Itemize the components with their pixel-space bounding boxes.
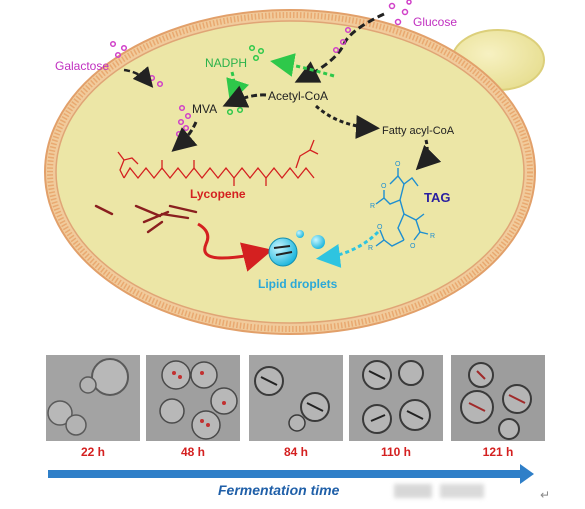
mva-label: MVA [192,102,217,116]
blurred-watermark-2 [440,484,484,498]
micrograph-110h [349,355,443,441]
svg-text:O: O [395,161,401,168]
tag-label: TAG [424,190,450,205]
nadph-label: NADPH [205,56,247,70]
galactose-arrow [123,66,154,88]
acetyl-to-mva-arrow [222,85,267,108]
micrograph-22h [46,355,140,441]
glucose-dots [388,0,412,26]
micrograph-84h [249,355,343,441]
blurred-watermark [394,484,432,498]
time-label-48h: 48 h [180,445,205,459]
time-label-22h: 22 h [80,445,105,459]
lycopene-crystal-icon [94,204,198,234]
svg-text:O: O [381,183,387,190]
galactose-label: Galactose [55,59,109,73]
svg-text:R: R [430,233,435,240]
lycopene-structure [117,139,319,186]
cell-membrane-stripes [47,12,533,332]
fermentation-time-arrow [48,464,534,484]
svg-text:O: O [410,243,416,250]
tag-to-droplet-arrow [316,230,380,268]
svg-text:O: O [377,224,383,231]
svg-text:R: R [368,245,373,252]
glucose-label: Glucose [413,15,457,29]
glucose-dots-inner [332,26,352,54]
lycopene-label: Lycopene [190,187,246,201]
time-label-110h: 110 h [380,445,412,459]
time-label-84h: 84 h [283,445,308,459]
tag-structure [375,168,429,247]
acetyl-to-fatty-arrow [314,104,380,139]
svg-text:R: R [370,203,375,210]
fatty-to-tag-arrow [415,139,442,171]
micrograph-121h [451,355,545,441]
return-icon: ↵ [540,488,551,502]
fatty-acyl-coa-label: Fatty acyl-CoA [382,125,455,137]
wavy-arrow-icon [197,222,273,272]
micrograph-48h [146,355,240,441]
cell-cytoplasm [55,20,525,324]
mva-to-lycopene-arrow [171,121,198,152]
acetyl-coa-label: Acetyl-CoA [268,89,328,103]
tag-atom-labels: O O O O R R R [368,161,435,252]
lipid-droplets [268,230,325,267]
lipid-droplets-label: Lipid droplets [258,277,338,291]
fermentation-time-label: Fermentation time [218,482,340,498]
time-label-121h: 121 h [482,445,514,459]
